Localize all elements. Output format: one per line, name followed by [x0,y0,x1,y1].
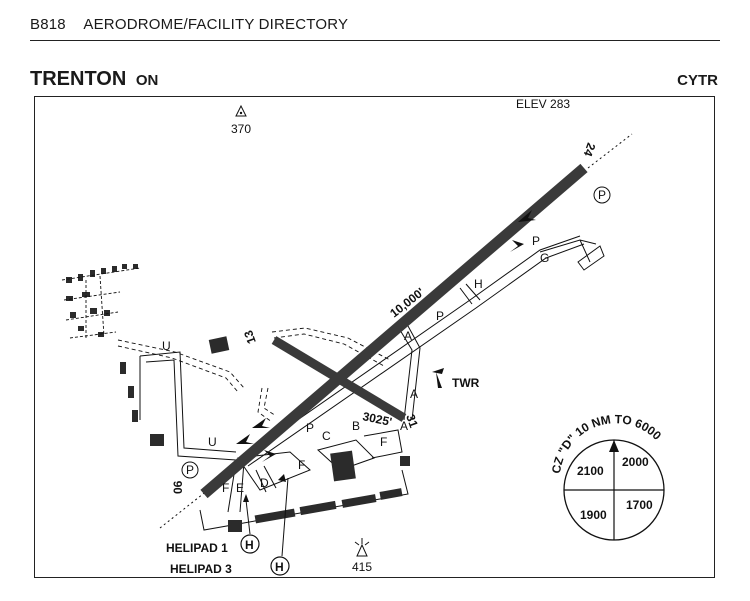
sector-altitude: 1900 [580,508,607,522]
obstacle-icon [235,104,247,117]
runway-end-label: 24 [581,141,599,159]
direction-arrow-icon [243,494,249,502]
apron-outline [577,245,605,271]
heliport-icon: H [240,534,260,554]
taxiway-label: H [474,277,483,291]
tower-label: TWR [452,376,480,390]
runway-end-label: 06 [171,480,185,494]
runway-06-24 [200,163,588,499]
taxiway-label: A [410,387,418,401]
taxiway-label: G [540,251,549,265]
taxiway-label: U [162,339,171,353]
taxiway-network [139,235,597,513]
apron-outline [199,429,409,531]
svg-text:P: P [186,463,194,477]
elevation-label: ELEV 283 [516,97,570,111]
section-title: AERODROME/FACILITY DIRECTORY [83,16,349,33]
aerodrome-title: TRENTON ON [30,68,158,91]
svg-text:P: P [598,188,606,202]
taxiway-label: F [380,435,387,449]
aerodrome-name: TRENTON [30,68,127,90]
sector-altitude: 1700 [626,498,653,512]
taxiway-label: B [352,419,360,433]
helipad-leader [281,477,289,557]
north-arrow-icon [609,440,619,452]
taxiway-label: D [260,476,269,490]
sector-altitude: 2000 [622,455,649,469]
parking-icon: P [593,186,611,204]
page-code: B818 [30,16,66,33]
approach-centreline [587,133,633,169]
approach-centreline [159,489,209,529]
hangar-row [228,450,410,532]
header-rule [30,40,720,41]
taxiway-label: P [306,421,314,435]
heliport-icon: H [270,556,290,576]
page-header: B818 AERODROME/FACILITY DIRECTORY [30,16,348,33]
svg-text:H: H [245,538,254,552]
direction-arrow-icon [236,210,536,462]
taxiway-label: A [404,329,412,343]
housing-roads [61,267,141,340]
sector-altitude: 2100 [577,464,604,478]
tower-icon [432,368,444,388]
taxiway-label: E [236,481,244,495]
direction-arrow-icon [278,474,286,482]
taxiway-label: C [322,429,331,443]
taxiway-label: P [436,309,444,323]
helipad-leader [245,499,251,535]
obstacle-elevation: 415 [352,560,372,574]
runway-length-label: 3025' [361,409,393,429]
lighted-obstacle-icon [354,538,370,557]
svg-text:H: H [275,560,284,574]
helipad-label: HELIPAD 3 [170,562,232,576]
taxiway-label: F [298,458,305,472]
taxiway-label: F [222,481,229,495]
obstacle-elevation: 370 [231,122,251,136]
runway-end-label: 13 [241,328,259,346]
helipad-label: HELIPAD 1 [166,541,228,555]
diagram-frame [34,96,715,578]
runway-end-label: 31 [403,412,421,430]
taxiway-label: U [208,435,217,449]
taxiway-label: P [532,234,540,248]
building-cluster [66,264,230,446]
control-zone-sector-diagram: 2100 2000 1900 1700 CZ "D" 10 NM TO 6000 [549,412,665,541]
taxiway-label: A [400,419,408,433]
parking-icon: P [181,461,199,479]
aerodrome-province: ON [135,72,159,89]
aerodrome-ident: CYTR [677,72,718,89]
